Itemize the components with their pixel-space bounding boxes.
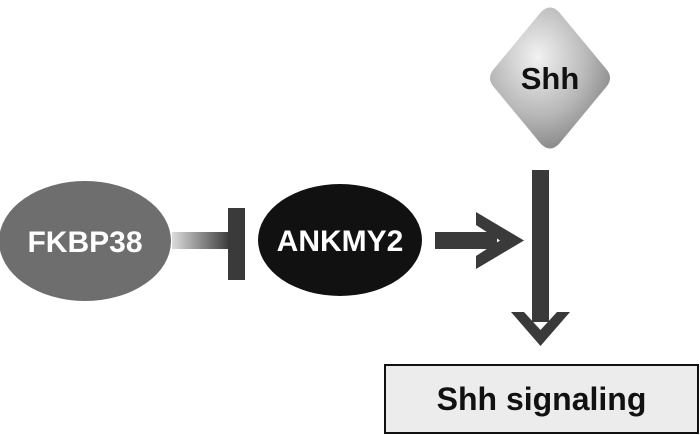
shh-activation-arrow [511, 170, 570, 346]
inhibition-line [172, 232, 230, 249]
ankmy2-label: ANKMY2 [277, 225, 404, 258]
shh-diamond [490, 7, 610, 149]
shh-signaling-node: Shh signaling [384, 364, 699, 434]
shh-arrow-shaft [532, 170, 549, 322]
inhibition-edge [172, 208, 245, 280]
shh-node: Shh [490, 7, 610, 149]
shh-label: Shh [521, 61, 580, 96]
fkbp38-label: FKBP38 [27, 226, 142, 259]
shh-arrow-head [511, 312, 570, 346]
ankmy2-activation-arrow [435, 212, 524, 269]
ankmy2-arrow-head [476, 212, 524, 269]
ankmy2-node: ANKMY2 [258, 184, 422, 296]
inhibition-bar [228, 208, 245, 280]
shh-signaling-label: Shh signaling [437, 381, 647, 417]
shh-signaling-box [384, 364, 699, 434]
fkbp38-node: FKBP38 [0, 181, 171, 301]
ankmy2-ellipse [258, 184, 422, 296]
ankmy2-arrow-shaft [435, 232, 497, 249]
fkbp38-ellipse [0, 181, 171, 301]
